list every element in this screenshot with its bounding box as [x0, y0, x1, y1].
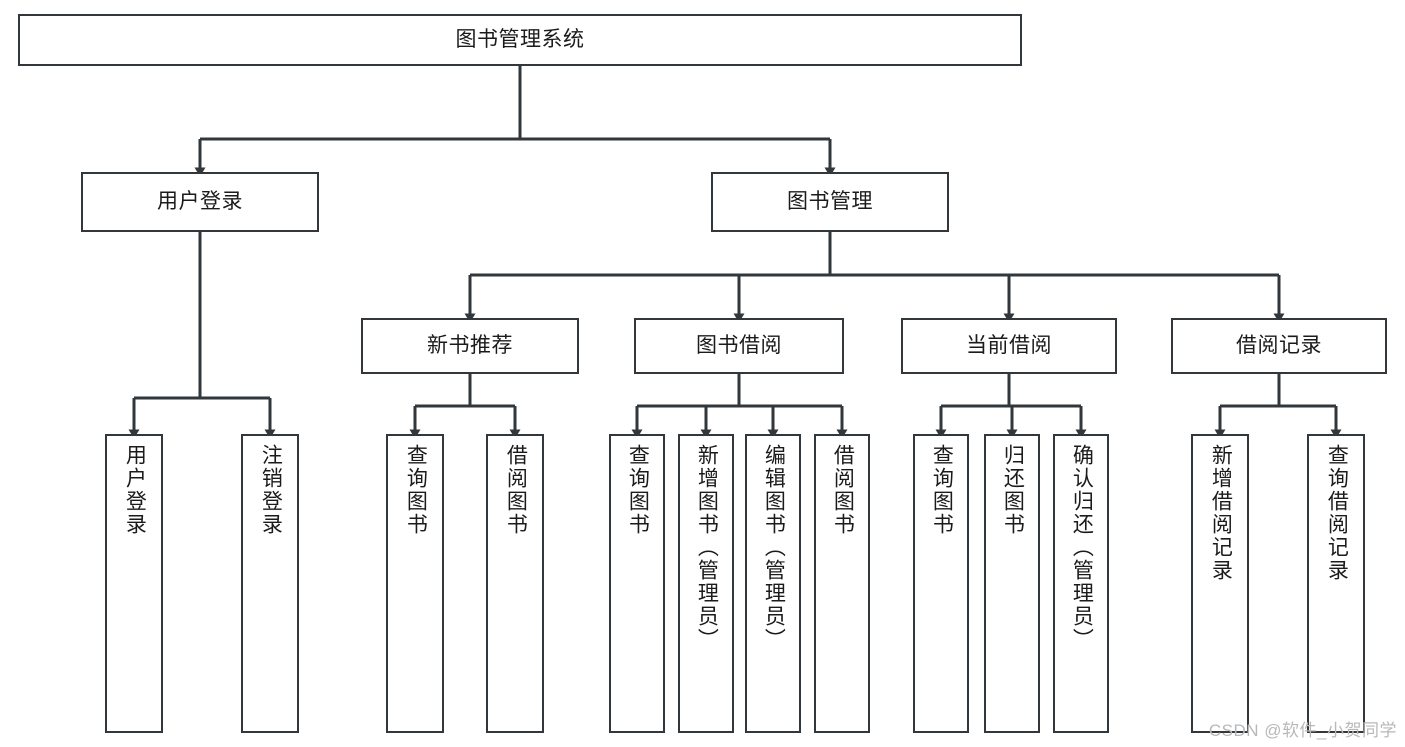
node-leaf-user-logout: 注销登录 [241, 434, 299, 733]
node-label: 图书管理系统 [455, 27, 585, 51]
node-leaf-confirm-return: 确认归还（管理员） [1053, 434, 1109, 733]
node-leaf-return-book: 归还图书 [984, 434, 1040, 733]
node-root: 图书管理系统 [18, 14, 1022, 66]
node-leaf-query-book-current: 查询图书 [913, 434, 969, 733]
node-label: 新书推荐 [427, 333, 513, 357]
node-label: 注销登录 [259, 444, 283, 536]
node-leaf-borrow-book-rec: 借阅图书 [486, 434, 544, 733]
watermark-text: CSDN @软件_小贺同学 [1208, 721, 1397, 740]
node-leaf-add-borrow-record: 新增借阅记录 [1191, 434, 1249, 733]
node-leaf-edit-book: 编辑图书（管理员） [745, 434, 801, 733]
node-label: 编辑图书（管理员） [762, 444, 786, 651]
node-label: 借阅记录 [1236, 333, 1322, 357]
node-label: 查询图书 [930, 444, 954, 536]
node-label: 查询图书 [626, 444, 650, 536]
node-leaf-query-book-rec: 查询图书 [386, 434, 444, 733]
node-borrow-record: 借阅记录 [1171, 318, 1387, 374]
node-label: 确认归还（管理员） [1070, 444, 1094, 651]
node-label: 新增图书（管理员） [695, 444, 719, 651]
node-label: 当前借阅 [966, 333, 1052, 357]
node-label: 用户登录 [123, 444, 147, 536]
node-leaf-query-borrow-record: 查询借阅记录 [1307, 434, 1365, 733]
node-book-borrow: 图书借阅 [634, 318, 844, 374]
node-current-borrow: 当前借阅 [901, 318, 1117, 374]
node-label: 借阅图书 [504, 444, 528, 536]
node-label: 查询图书 [404, 444, 428, 536]
node-label: 借阅图书 [831, 444, 855, 536]
node-label: 图书管理 [787, 189, 873, 213]
node-leaf-user-login: 用户登录 [105, 434, 163, 733]
node-leaf-borrow-book: 借阅图书 [814, 434, 870, 733]
node-user-login: 用户登录 [81, 172, 319, 232]
node-leaf-query-book-borrow: 查询图书 [609, 434, 665, 733]
node-label: 用户登录 [157, 189, 243, 213]
node-book-manage: 图书管理 [711, 172, 949, 232]
node-label: 图书借阅 [696, 333, 782, 357]
node-new-book-recommend: 新书推荐 [361, 318, 579, 374]
node-label: 新增借阅记录 [1209, 444, 1233, 582]
node-leaf-add-book: 新增图书（管理员） [678, 434, 734, 733]
node-label: 查询借阅记录 [1325, 444, 1349, 582]
node-label: 归还图书 [1001, 444, 1025, 536]
